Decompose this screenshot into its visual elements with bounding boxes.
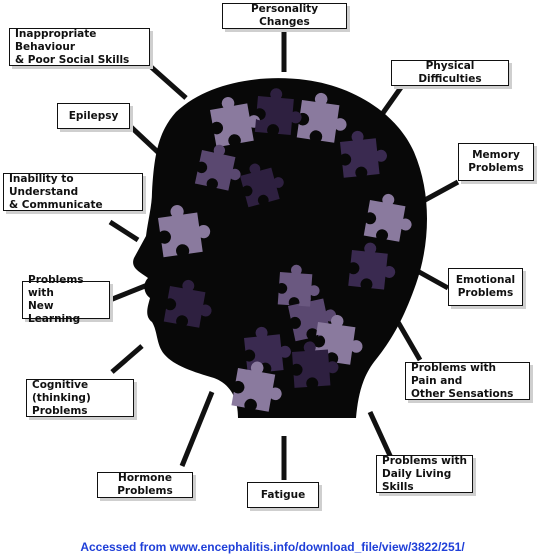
connector-cognitive — [110, 344, 144, 374]
label-personality-changes: Personality Changes — [222, 3, 347, 29]
label-fatigue: Fatigue — [247, 482, 319, 508]
connector-epilepsy — [128, 124, 164, 158]
label-hormone-problems-text: Hormone Problems — [117, 472, 173, 497]
label-physical-difficulties-text: Physical Difficulties — [418, 60, 482, 85]
label-daily-living-skills: Problems with Daily Living Skills — [376, 455, 473, 493]
label-memory-problems-text: Memory Problems — [468, 149, 524, 174]
label-fatigue-text: Fatigue — [260, 488, 306, 501]
label-inappropriate-behaviour: Inappropriate Behaviour & Poor Social Sk… — [9, 28, 150, 66]
connector-new-learning — [109, 281, 151, 303]
label-new-learning-text: Problems with New Learning — [28, 274, 84, 325]
label-emotional-problems-text: Emotional Problems — [455, 274, 516, 299]
label-new-learning: Problems with New Learning — [22, 274, 110, 325]
label-pain-sensations: Problems with Pain and Other Sensations — [405, 362, 530, 400]
source-caption: Accessed from www.encephalitis.info/down… — [80, 540, 465, 554]
label-epilepsy-text: Epilepsy — [68, 109, 119, 122]
label-inappropriate-behaviour-text: Inappropriate Behaviour & Poor Social Sk… — [15, 27, 130, 66]
label-physical-difficulties: Physical Difficulties — [391, 60, 509, 86]
connector-inappropriate — [148, 64, 188, 100]
label-pain-sensations-text: Problems with Pain and Other Sensations — [411, 361, 514, 400]
label-inability-to-understand: Inability to Understand & Communicate — [3, 173, 143, 211]
connector-lines — [108, 28, 460, 480]
label-daily-living-skills-text: Problems with Daily Living Skills — [382, 454, 467, 493]
label-epilepsy: Epilepsy — [57, 103, 130, 129]
label-memory-problems: Memory Problems — [458, 143, 534, 181]
label-inability-to-understand-text: Inability to Understand & Communicate — [9, 172, 103, 211]
label-cognitive-problems-text: Cognitive (thinking) Problems — [32, 378, 91, 417]
label-personality-changes-text: Personality Changes — [250, 3, 319, 28]
connector-inability — [108, 219, 140, 243]
connector-pain — [395, 320, 423, 362]
label-cognitive-problems: Cognitive (thinking) Problems — [26, 379, 134, 417]
connector-hormone — [179, 391, 215, 467]
connector-daily-living — [367, 410, 395, 462]
label-emotional-problems: Emotional Problems — [448, 268, 523, 306]
label-hormone-problems: Hormone Problems — [97, 472, 193, 498]
